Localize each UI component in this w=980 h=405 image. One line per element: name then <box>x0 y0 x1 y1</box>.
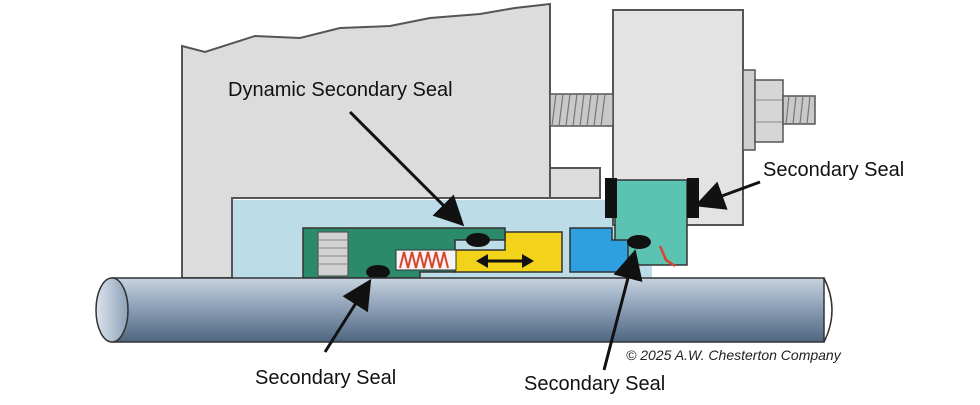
label-secondary-seal-right: Secondary Seal <box>763 159 905 181</box>
label-secondary-seal-bottom-center: Secondary Seal <box>524 373 666 395</box>
spring <box>399 251 449 269</box>
nut <box>754 79 784 143</box>
dynamic-oring <box>466 233 490 247</box>
arrow-secondary-seal-right <box>694 180 761 210</box>
label-secondary-seal-bottom-left: Secondary Seal <box>255 367 397 389</box>
stationary-oring <box>627 235 651 249</box>
label-dynamic-secondary-seal: Dynamic Secondary Seal <box>228 79 453 101</box>
red-lip <box>658 245 676 268</box>
gland-gasket-left <box>605 178 617 218</box>
arrow-dynamic-secondary-seal <box>348 110 465 227</box>
copyright-notice: © 2025 A.W. Chesterton Company <box>626 347 841 363</box>
gland-gasket-right <box>687 178 699 218</box>
bolt-threads <box>551 93 606 127</box>
shaft-right-end <box>823 277 833 343</box>
pump-housing <box>181 2 601 279</box>
shaft-end <box>95 277 129 343</box>
washer <box>742 69 756 151</box>
set-screw <box>317 231 349 277</box>
arrow-secondary-seal-bottom-center <box>602 249 643 371</box>
arrow-secondary-seal-bottom-left <box>323 278 372 353</box>
shaft <box>111 277 825 343</box>
sleeve-oring <box>366 265 390 279</box>
